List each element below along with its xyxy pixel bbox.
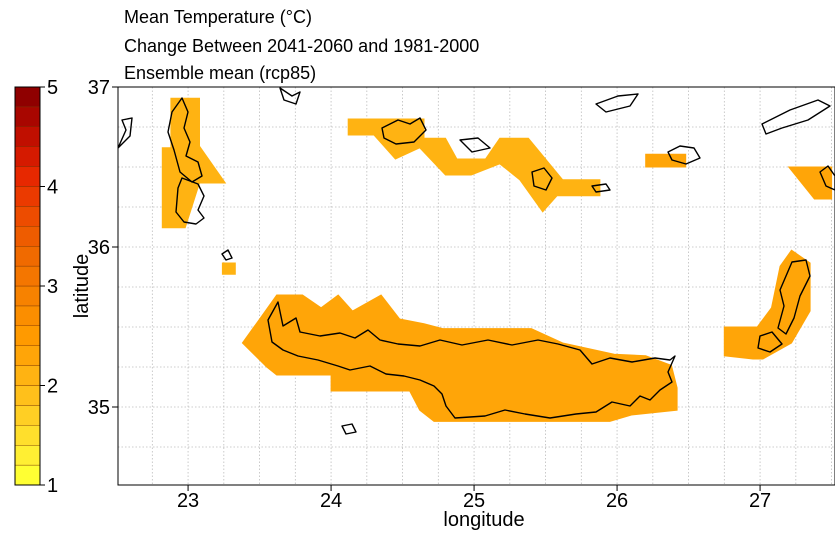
y-tick-label-36: 36: [88, 237, 110, 259]
region-kasos-karpathos: [723, 249, 811, 360]
chart-title-line-2: Change Between 2041-2060 and 1981-2000: [124, 36, 480, 56]
colorbar-bin-1: [14, 445, 41, 466]
x-tick-label-23: 23: [177, 490, 199, 512]
coastline-astypalaia: [667, 145, 701, 165]
coastline-rhodes: [819, 165, 835, 191]
coastline-karpathos: [777, 259, 811, 335]
colorbar-bin-0: [14, 464, 41, 486]
x-tick-label-24: 24: [320, 490, 342, 512]
y-axis-label: latitude: [71, 254, 93, 319]
coastline-ios: [595, 93, 639, 113]
colorbar-tick-label-4: 4: [47, 177, 58, 199]
coastlines: [118, 87, 835, 435]
plot-frame: [117, 86, 835, 486]
colorbar-bin-10: [14, 265, 41, 287]
coastline-gavdos: [341, 423, 357, 435]
colorbar-bin-5: [14, 365, 41, 386]
chart-title-line-3: Ensemble mean (rcp85): [124, 63, 317, 83]
y-tick-label-37: 37: [88, 77, 110, 99]
coastline-kos: [761, 99, 831, 135]
x-tick-label-27: 27: [749, 490, 771, 512]
coastline-amorgos: [459, 137, 491, 153]
coastline-anafi: [591, 183, 611, 193]
x-tick-label-26: 26: [606, 490, 628, 512]
colorbar-tick-label-2: 2: [47, 376, 58, 398]
coastline-kasos: [757, 331, 783, 353]
colorbar-bin-6: [14, 345, 41, 366]
colorbar-bin-7: [14, 325, 41, 346]
colorbar-ticks: 1 2 3 4 5: [40, 77, 58, 497]
colorbar-bin-18: [14, 106, 41, 128]
colorbar-tick-label-3: 3: [47, 276, 58, 298]
y-tick-label-35: 35: [88, 397, 110, 419]
coastline-naxos: [381, 117, 427, 145]
region-antikythera: [221, 262, 236, 275]
colorbar-bin-13: [14, 206, 41, 227]
x-tick-label-25: 25: [463, 490, 485, 512]
colorbar-bin-11: [14, 245, 41, 267]
coastline-crete: [267, 301, 676, 419]
colorbar-tick-label-1: 1: [47, 475, 58, 497]
axis-ticks: 23 24 25 26 27 35 36 37: [88, 77, 771, 512]
colorbar-bin-19: [14, 86, 41, 108]
colorbar-bin-16: [14, 146, 41, 167]
chart-title-line-1: Mean Temperature (°C): [124, 7, 312, 27]
colorbar-bin-2: [14, 425, 41, 446]
colorbar-bin-9: [14, 285, 41, 307]
colorbar-bin-17: [14, 126, 41, 147]
region-crete: [241, 294, 678, 422]
colorbar-tick-label-5: 5: [47, 77, 58, 99]
coastline-santorini: [531, 167, 553, 191]
plot-area: [118, 87, 835, 485]
coastline-milos: [279, 87, 301, 105]
coastline-peloponnese: [167, 97, 203, 183]
coastline-peloponnese-west: [118, 117, 133, 149]
colorbar-bin-12: [14, 226, 41, 247]
colorbar: [14, 86, 41, 486]
colorbar-bin-14: [14, 186, 41, 207]
colorbar-bin-8: [14, 305, 41, 326]
colorbar-bin-15: [14, 166, 41, 187]
x-axis-label: longitude: [443, 509, 524, 531]
colorbar-bin-4: [14, 385, 41, 406]
region-astypalaia: [645, 153, 687, 168]
coastline-antikythera: [221, 249, 233, 261]
colorbar-bin-3: [14, 405, 41, 426]
